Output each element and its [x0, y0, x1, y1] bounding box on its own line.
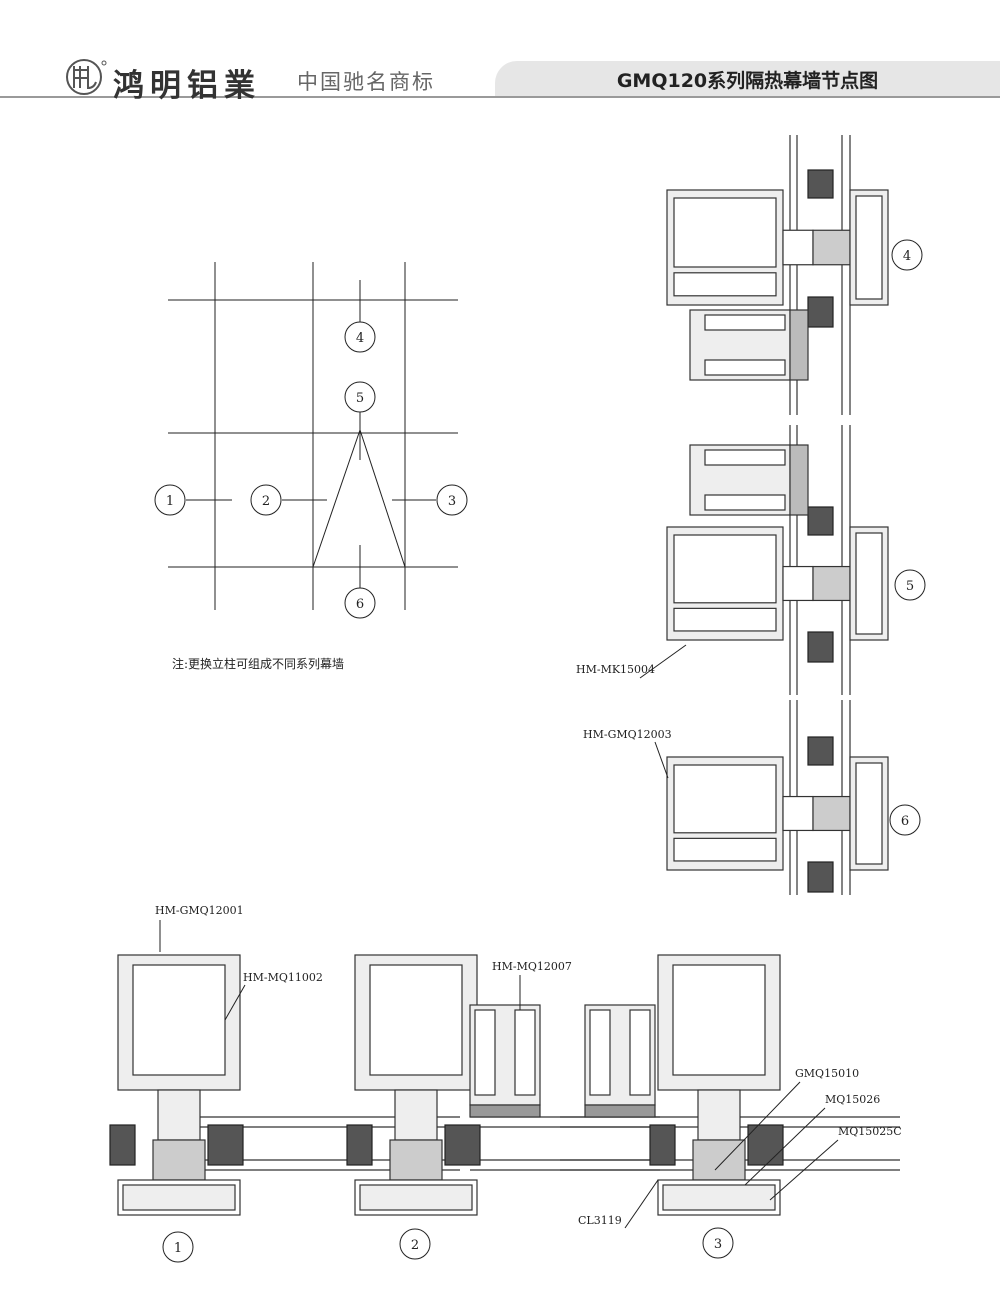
transom-section-6: [666, 736, 889, 893]
marker-circle: [891, 239, 923, 271]
marker-number: 3: [448, 494, 456, 509]
label-hm-gmq12001: HM-GMQ12001: [155, 904, 244, 952]
section-marker-1: 1: [162, 1231, 194, 1263]
leader-line: [769, 1139, 839, 1201]
label-mq15026: MQ15026: [744, 1093, 880, 1186]
window-sash-section-2: [469, 1004, 541, 1118]
window-sash-section-4: [689, 309, 809, 381]
elevation-note: 注:更换立柱可组成不同系列幕墙: [172, 657, 345, 671]
glazing-gasket: [807, 169, 834, 199]
mullion-section-2: [346, 954, 481, 1216]
label-hm-gmq12003: HM-GMQ12003: [583, 728, 672, 779]
marker-circle: [436, 484, 468, 516]
marker-number: 2: [262, 494, 270, 509]
glazing-gasket: [444, 1124, 481, 1166]
glazing-gasket: [807, 736, 834, 766]
elevation-marker-5: 5: [344, 381, 376, 413]
label-gmq15010: GMQ15010: [714, 1067, 859, 1171]
glazing-gasket: [207, 1124, 244, 1166]
marker-number: 4: [903, 249, 911, 264]
elevation-marker-2: 2: [250, 484, 282, 516]
part-label: HM-MQ12007: [492, 960, 572, 973]
leader-line: [744, 1107, 826, 1186]
header-title-tab: [495, 61, 1000, 97]
glazing-gasket: [747, 1124, 784, 1166]
label-cl3119: CL3119: [578, 1179, 659, 1229]
page-title: GMQ120系列隔热幕墙节点图: [616, 70, 879, 92]
leader-line: [639, 644, 687, 679]
section-marker-3: 3: [702, 1227, 734, 1259]
transom-section-4: [666, 169, 889, 328]
part-label: CL3119: [578, 1214, 622, 1227]
elevation-marker-6: 6: [344, 587, 376, 619]
section-marker-5: 5: [894, 569, 926, 601]
glazing-gasket: [807, 296, 834, 328]
glazing-gasket: [807, 861, 834, 893]
company-logo-icon: [66, 59, 107, 95]
glass-panel-horizontal: [470, 1116, 660, 1171]
marker-circle: [344, 381, 376, 413]
leader-line: [714, 1081, 801, 1171]
mullion-section-1: [109, 954, 244, 1216]
marker-circle: [889, 804, 921, 836]
marker-number: 2: [411, 1238, 419, 1253]
marker-number: 1: [174, 1241, 182, 1256]
trademark-text: 中国驰名商标: [297, 70, 435, 94]
marker-circle: [154, 484, 186, 516]
glazing-gasket: [807, 506, 834, 536]
elevation-marker-1: 1: [154, 484, 186, 516]
section-marker-4: 4: [891, 239, 923, 271]
marker-circle: [344, 587, 376, 619]
label-hm-mq12007: HM-MQ12007: [492, 960, 572, 1010]
marker-circle: [702, 1227, 734, 1259]
elevation-diagram: [168, 262, 458, 610]
mullion-section-3: [649, 954, 784, 1216]
marker-number: 6: [901, 814, 909, 829]
marker-circle: [250, 484, 282, 516]
marker-number: 6: [356, 597, 364, 612]
glazing-gasket: [346, 1124, 373, 1166]
label-hm-mk15004: HM-MK15004: [576, 644, 687, 679]
section-marker-6: 6: [889, 804, 921, 836]
label-mq15025c: MQ15025C: [769, 1125, 902, 1201]
marker-number: 3: [714, 1237, 722, 1252]
marker-circle: [162, 1231, 194, 1263]
brand-name: 鸿明铝業: [113, 68, 261, 104]
marker-number: 1: [166, 494, 174, 509]
glazing-gasket: [109, 1124, 136, 1166]
marker-circle: [894, 569, 926, 601]
marker-circle: [344, 321, 376, 353]
window-sash-section-3: [584, 1004, 656, 1118]
window-sash-section-5: [689, 444, 809, 516]
part-label: GMQ15010: [795, 1067, 859, 1080]
header-divider: [0, 96, 1000, 98]
glazing-gasket: [807, 631, 834, 663]
leader-line: [624, 1179, 659, 1229]
label-hm-mq11002: HM-MQ11002: [224, 971, 323, 1021]
transom-section-5: [666, 506, 889, 663]
marker-number: 5: [906, 579, 914, 594]
leader-line: [654, 741, 669, 779]
glazing-gasket: [649, 1124, 676, 1166]
part-label: MQ15025C: [838, 1125, 902, 1138]
marker-number: 4: [356, 331, 364, 346]
marker-number: 5: [356, 391, 364, 406]
elevation-marker-4: 4: [344, 321, 376, 353]
part-label: HM-GMQ12003: [583, 728, 672, 741]
leader-line: [224, 984, 246, 1021]
marker-circle: [399, 1228, 431, 1260]
part-label: HM-GMQ12001: [155, 904, 244, 917]
part-label: MQ15026: [825, 1093, 880, 1106]
part-label: HM-MK15004: [576, 663, 655, 676]
part-label: HM-MQ11002: [243, 971, 323, 984]
section-marker-2: 2: [399, 1228, 431, 1260]
elevation-marker-3: 3: [436, 484, 468, 516]
